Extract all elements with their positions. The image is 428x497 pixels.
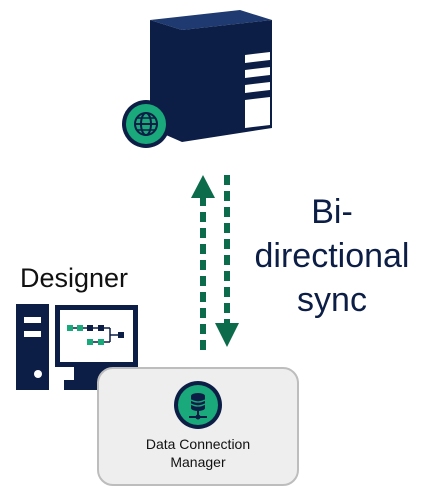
dashed-arrow-down-icon xyxy=(215,175,239,347)
sync-label-line1: Bi- xyxy=(311,193,353,231)
dcm-label-line1: Data Connection xyxy=(145,436,251,452)
sync-label-line2: directional xyxy=(254,237,410,275)
globe-icon xyxy=(122,100,170,148)
sync-label-line3: sync xyxy=(297,281,367,319)
database-connection-icon xyxy=(174,381,222,429)
designer-label: Designer xyxy=(20,263,129,293)
desktop-computer-icon xyxy=(16,304,138,390)
dashed-arrow-up-icon xyxy=(191,175,215,350)
data-connection-manager-label: Data Connection Manager xyxy=(97,435,299,471)
bidirectional-sync-label: Bi- directional sync xyxy=(252,190,412,322)
dcm-label-line2: Manager xyxy=(170,454,226,470)
